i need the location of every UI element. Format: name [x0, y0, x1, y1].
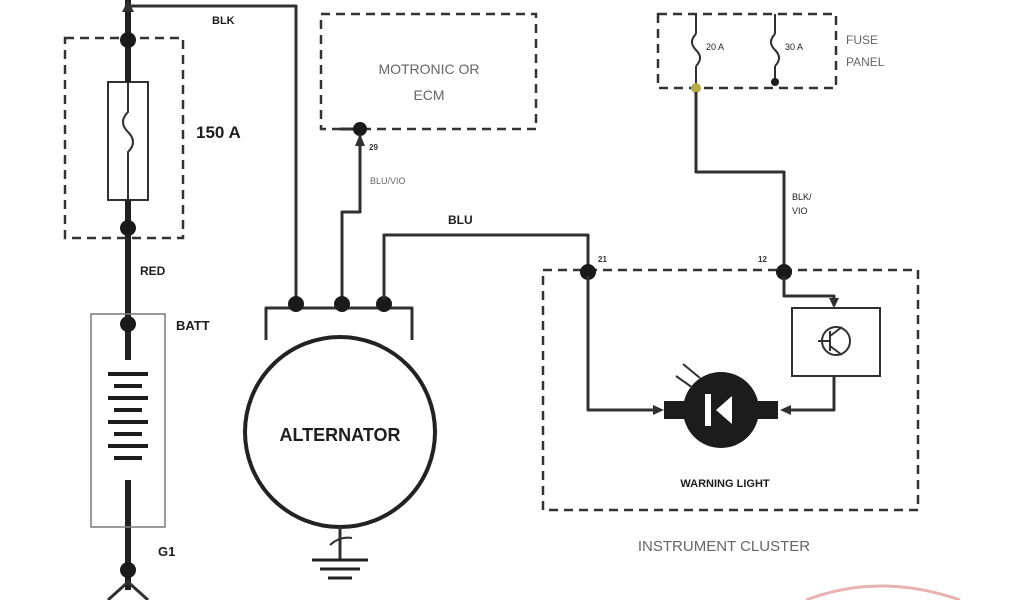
- node-battery-positive: [120, 316, 136, 332]
- fuse-30a-element: [770, 33, 780, 67]
- fuse-20a-rating: 20 A: [706, 42, 724, 52]
- alternator-ground-symbol: [312, 558, 368, 580]
- warning-light-emission-icon: [675, 363, 701, 389]
- fuse-panel-box: [656, 12, 838, 90]
- ecm-label-line2: ECM: [413, 87, 444, 103]
- node-alt-terminal-3: [376, 296, 392, 312]
- watermark-arc: [805, 584, 961, 600]
- wire-label-blk-vio-line1: BLK/: [792, 192, 812, 202]
- blu-vio-wire: [340, 136, 362, 300]
- wire-label-blk-vio-line2: VIO: [792, 206, 808, 216]
- wire-label-blu-vio: BLU/VIO: [370, 176, 406, 186]
- main-fuse-rating: 150 A: [196, 123, 241, 142]
- fuse-panel-label-line2: PANEL: [846, 55, 885, 69]
- fuse-panel-label-line1: FUSE: [846, 33, 878, 47]
- blk-wire: [128, 4, 298, 300]
- alternator-ground-lead: [329, 536, 353, 546]
- cluster-pin-12-label: 12: [758, 255, 767, 264]
- node-fuse-20a-bottom: [691, 83, 701, 93]
- pin12-to-regulator-wire: [782, 276, 836, 306]
- warning-light-label: WARNING LIGHT: [680, 478, 769, 490]
- fuse-30a-rating: 30 A: [785, 42, 803, 52]
- main-fuse-element: [122, 82, 134, 200]
- wire-label-red: RED: [140, 264, 166, 278]
- instrument-cluster-box: [541, 268, 920, 512]
- node-ground-g1: [120, 562, 136, 578]
- battery-outline: [90, 313, 166, 528]
- regulator-to-lamp-wire: [784, 376, 836, 412]
- regulator-module: [791, 307, 881, 377]
- battery-label: BATT: [176, 318, 210, 333]
- fuse-20a-element: [691, 33, 701, 67]
- battery-cells: [108, 372, 148, 460]
- lamp-right-arrow: [780, 405, 791, 415]
- wire-label-blu: BLU: [448, 213, 473, 227]
- node-cluster-pin-12: [776, 264, 792, 280]
- ecm-box: [319, 12, 538, 131]
- node-fuse-bottom: [120, 220, 136, 236]
- node-fuse-top: [120, 32, 136, 48]
- ecm-pin-number: 29: [369, 143, 378, 152]
- transistor-icon: [818, 326, 851, 356]
- lamp-left-arrow: [653, 405, 664, 415]
- blu-wire: [382, 233, 590, 300]
- node-fuse-30a-bottom: [771, 78, 779, 86]
- instrument-cluster-title: INSTRUMENT CLUSTER: [638, 538, 810, 555]
- regulator-input-arrow: [829, 298, 839, 308]
- ecm-label-line1: MOTRONIC OR: [378, 61, 479, 77]
- pin21-to-lamp-wire: [586, 276, 660, 412]
- node-ecm-pin: [353, 122, 367, 136]
- warning-light-left-lead: [664, 401, 686, 419]
- wire-label-blk: BLK: [212, 15, 235, 27]
- warning-light-led-glyph: [705, 394, 732, 426]
- blk-wire-arrow: [122, 0, 134, 12]
- alternator-label: ALTERNATOR: [280, 425, 401, 445]
- node-cluster-pin-21: [580, 264, 596, 280]
- blu-vio-arrow: [355, 134, 365, 146]
- cluster-pin-21-label: 21: [598, 255, 607, 264]
- node-alt-terminal-1: [288, 296, 304, 312]
- main-fuse-box: [63, 36, 185, 240]
- blk-vio-wire: [694, 92, 786, 268]
- warning-light-right-lead: [756, 401, 778, 419]
- ground-label: G1: [158, 544, 175, 559]
- node-alt-terminal-2: [334, 296, 350, 312]
- battery-ground-symbol: [106, 580, 150, 600]
